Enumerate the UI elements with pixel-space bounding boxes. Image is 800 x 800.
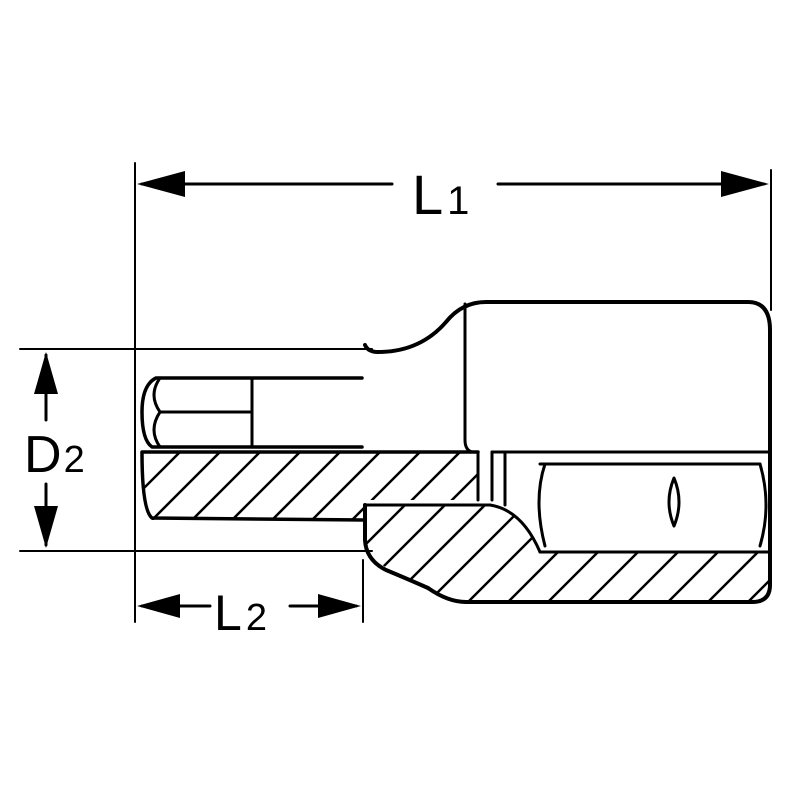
extension-lines (19, 162, 772, 623)
bit-hatch-line (231, 452, 301, 520)
d2-top-arrowhead (34, 352, 58, 394)
bit-hatch-line (151, 452, 221, 520)
body-hatch-line (365, 505, 446, 602)
body-hatch-line (747, 505, 770, 602)
hex-bit-upper-outline (140, 376, 364, 449)
body-inner-chamfer (488, 503, 542, 554)
bit-hatch-line (512, 452, 580, 520)
d2-bottom-arrowhead (34, 506, 58, 548)
body-hatch-line (387, 505, 486, 602)
d2-dimension: D2 (24, 352, 85, 548)
bit-hatch-line (431, 452, 478, 520)
bit-hatch-line (271, 452, 341, 520)
body-hatch-line (788, 505, 800, 602)
hex-bit-tip-arcs (152, 376, 162, 449)
l2-left-arrowhead (137, 594, 180, 618)
hex-bit-section-outline (140, 450, 480, 522)
l1-right-arrowhead (721, 171, 769, 197)
bit-hatch-line (391, 452, 461, 520)
bit-hatch-line (311, 452, 381, 520)
l1-left-arrowhead (137, 171, 185, 197)
l2-right-arrowhead (318, 594, 361, 618)
head-transition-line (463, 302, 474, 454)
square-drive-right-arc (758, 462, 768, 548)
bit-hatch-line (191, 452, 261, 520)
body-hatch-line (707, 505, 770, 602)
body-neck-bottom (363, 503, 430, 590)
d2-label: D2 (24, 426, 85, 484)
square-drive-left-arc (537, 462, 547, 548)
socket-body (363, 300, 772, 604)
detent-hole (667, 476, 681, 528)
body-hatch-line (365, 505, 406, 602)
hex-bit (140, 376, 480, 522)
bit-hatch-line (351, 452, 421, 520)
body-hatch-line (427, 505, 526, 602)
body-upper-outline (363, 300, 772, 604)
bit-hatch-line (142, 452, 181, 520)
